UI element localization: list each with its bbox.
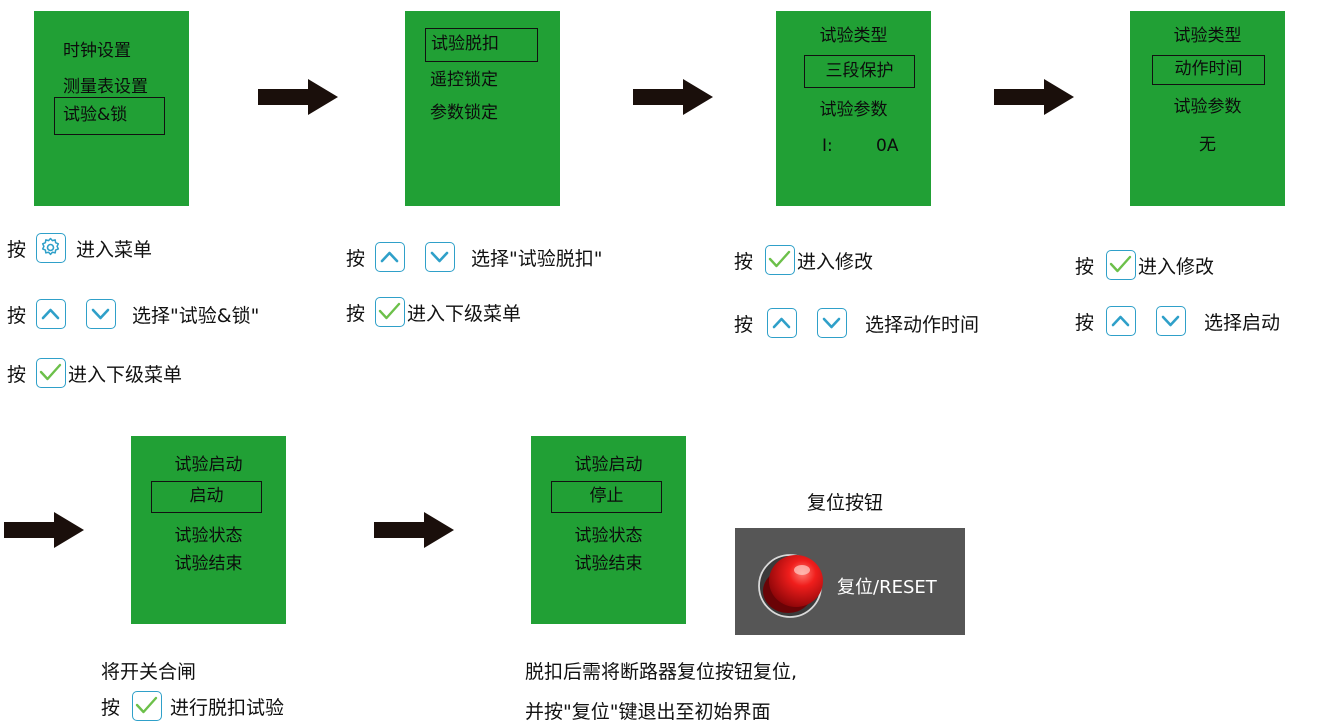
settings-key[interactable] — [36, 233, 67, 263]
screen-test-lock-menu: 试验脱扣 遥控锁定 参数锁定 — [405, 11, 560, 206]
reset-button[interactable] — [757, 548, 829, 620]
test-start-title: 试验启动 — [174, 455, 243, 475]
test-param-value: 无 — [1199, 135, 1216, 155]
up-chevron-icon — [41, 308, 60, 320]
confirm-key[interactable] — [765, 245, 796, 275]
test-status-title: 试验状态 — [174, 526, 243, 546]
confirm-key[interactable] — [36, 358, 67, 388]
check-icon — [768, 250, 791, 268]
menu-item-clock: 时钟设置 — [63, 41, 131, 61]
menu-item-param-lock: 参数锁定 — [430, 103, 498, 123]
reset-caption: 复位按钮 — [807, 492, 884, 514]
step-select-test-lock: 按 选择"试验&锁" — [7, 298, 259, 330]
step-open-menu: 按 进入菜单 — [7, 232, 152, 264]
menu-item-trip-test-selected: 试验脱扣 — [425, 28, 538, 62]
step-select-start: 按 选择启动 — [1075, 305, 1280, 337]
test-status-value: 试验结束 — [574, 554, 643, 574]
test-type-value-selected: 动作时间 — [1152, 55, 1265, 85]
confirm-key[interactable] — [132, 691, 163, 721]
test-start-value-selected: 启动 — [151, 481, 262, 513]
right-arrow-icon — [4, 512, 84, 548]
screen-test-start: 试验启动 启动 试验状态 试验结束 — [131, 436, 286, 624]
right-arrow-icon — [258, 79, 338, 115]
down-key[interactable] — [425, 242, 456, 272]
check-icon — [378, 302, 401, 320]
screen-test-stop: 试验启动 停止 试验状态 试验结束 — [531, 436, 686, 624]
menu-item-meter: 测量表设置 — [63, 77, 148, 97]
right-arrow-icon — [994, 79, 1074, 115]
down-key[interactable] — [1156, 306, 1187, 336]
param-current-value: 0A — [876, 136, 899, 156]
right-arrow-icon — [633, 79, 713, 115]
step-select-trip-test: 按 选择"试验脱扣" — [346, 241, 603, 273]
test-start-title: 试验启动 — [574, 455, 643, 475]
reset-button-label: 复位/RESET — [837, 577, 937, 598]
screen-main-menu: 时钟设置 测量表设置 试验&锁 — [34, 11, 189, 206]
step-run-trip-test: 按 进行脱扣试验 — [101, 690, 284, 722]
down-chevron-icon — [430, 251, 449, 263]
test-start-value-selected: 停止 — [551, 481, 662, 513]
up-key[interactable] — [767, 308, 798, 338]
up-chevron-icon — [380, 251, 399, 263]
screen-test-type: 试验类型 三段保护 试验参数 I: 0A — [776, 11, 931, 206]
check-icon — [39, 363, 62, 381]
test-status-value: 试验结束 — [174, 554, 243, 574]
up-key[interactable] — [1106, 306, 1137, 336]
step-enter-edit: 按 进入修改 — [734, 244, 873, 276]
confirm-key[interactable] — [1106, 250, 1137, 280]
screen-test-type-edit: 试验类型 动作时间 试验参数 无 — [1130, 11, 1285, 206]
menu-item-test-lock-selected: 试验&锁 — [54, 97, 165, 135]
test-type-title: 试验类型 — [819, 26, 888, 46]
right-arrow-icon — [374, 512, 454, 548]
reset-button-panel: 复位/RESET — [735, 528, 965, 635]
step-reset-breaker: 脱扣后需将断路器复位按钮复位, — [525, 661, 798, 683]
down-chevron-icon — [1161, 315, 1180, 327]
test-status-title: 试验状态 — [574, 526, 643, 546]
down-chevron-icon — [822, 317, 841, 329]
up-chevron-icon — [1111, 315, 1130, 327]
step-select-action-time: 按 选择动作时间 — [734, 307, 979, 339]
test-type-value-selected: 三段保护 — [804, 55, 915, 88]
param-current-label: I: — [822, 136, 833, 156]
down-chevron-icon — [91, 308, 110, 320]
test-param-title: 试验参数 — [1173, 97, 1242, 117]
down-key[interactable] — [817, 308, 848, 338]
step-enter-edit: 按 进入修改 — [1075, 249, 1214, 281]
up-chevron-icon — [772, 317, 791, 329]
step-enter-submenu: 按 进入下级菜单 — [346, 296, 521, 328]
step-enter-submenu: 按 进入下级菜单 — [7, 357, 182, 389]
test-param-title: 试验参数 — [819, 100, 888, 120]
up-key[interactable] — [36, 299, 67, 329]
check-icon — [1109, 255, 1132, 273]
down-key[interactable] — [86, 299, 117, 329]
menu-item-remote-lock: 遥控锁定 — [430, 70, 498, 90]
confirm-key[interactable] — [375, 297, 406, 327]
test-type-title: 试验类型 — [1173, 26, 1242, 46]
settings-icon — [41, 237, 60, 256]
check-icon — [135, 696, 158, 714]
step-exit-to-home: 并按"复位"键退出至初始界面 — [525, 701, 771, 723]
up-key[interactable] — [375, 242, 406, 272]
step-close-switch: 将开关合闸 — [101, 661, 197, 683]
